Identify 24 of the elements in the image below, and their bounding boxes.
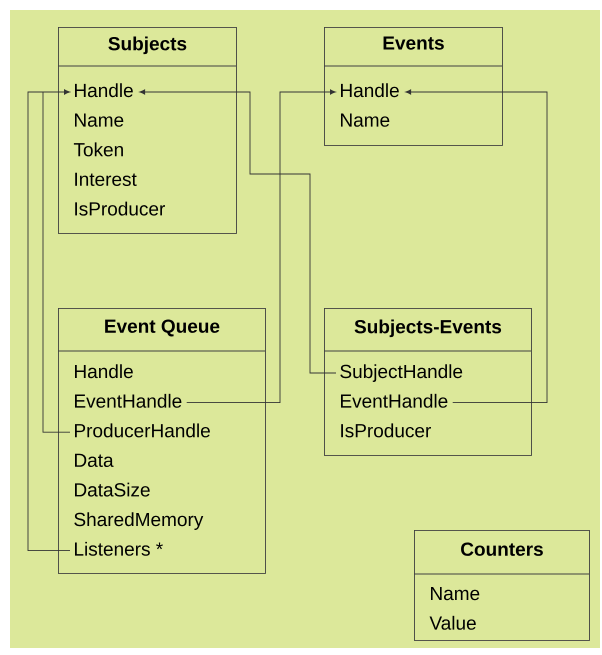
connector-arrow — [139, 89, 336, 374]
field-text: Name — [431, 586, 480, 600]
field-text: SharedMemory — [74, 512, 204, 530]
connector-arrow — [405, 89, 548, 404]
field-text: Handle — [75, 364, 133, 378]
field-text: Handle — [75, 83, 133, 98]
connector-arrow — [42, 89, 70, 433]
field-text: Name — [75, 114, 124, 127]
field-text: EventHandle — [75, 394, 182, 408]
connector-arrow — [28, 89, 70, 552]
field-text: Interest — [75, 172, 137, 186]
field-text: Token — [74, 142, 123, 156]
field-text: IsProducer — [75, 202, 165, 216]
field-text: ProducerHandle — [75, 423, 210, 438]
connector-arrow — [186, 89, 336, 404]
field-text: Value — [430, 616, 476, 630]
field-text: IsProducer — [341, 423, 431, 438]
field-text: EventHandle — [341, 394, 448, 408]
field-text: SubjectHandle — [340, 364, 462, 382]
field-text: Data — [75, 454, 114, 467]
field-text: Handle — [341, 83, 399, 98]
field-text: Name — [341, 114, 390, 127]
field-text: Listeners * — [75, 542, 163, 556]
field-text: DataSize — [75, 482, 150, 497]
